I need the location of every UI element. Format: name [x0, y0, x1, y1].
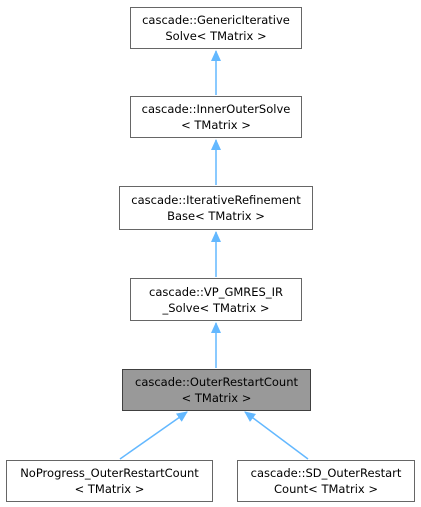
- node-inner-outer-solve[interactable]: cascade::InnerOuterSolve < TMatrix >: [130, 96, 302, 138]
- node-label-line1: cascade::OuterRestartCount: [135, 375, 298, 389]
- node-noprogress-outer-restart-count[interactable]: NoProgress_OuterRestartCount < TMatrix >: [6, 460, 213, 502]
- node-label-line2: _Solve< TMatrix >: [162, 300, 270, 315]
- node-sd-outer-restart-count[interactable]: cascade::SD_OuterRestart Count< TMatrix …: [237, 460, 415, 502]
- node-label-line2: < TMatrix >: [181, 391, 252, 405]
- node-label-line1: cascade::IterativeRefinement: [131, 193, 301, 207]
- node-label-line2: Solve< TMatrix >: [165, 29, 267, 43]
- node-label-line1: cascade::SD_OuterRestart: [250, 466, 402, 480]
- node-iterative-refinement-base[interactable]: cascade::IterativeRefinement Base< TMatr…: [119, 186, 313, 230]
- edge-sd-to-outer-restart: [244, 411, 309, 460]
- node-outer-restart-count[interactable]: cascade::OuterRestartCount < TMatrix >: [122, 369, 311, 411]
- node-vp-gmres-ir-solve[interactable]: cascade::VP_GMRES_IR _Solve< TMatrix >: [130, 278, 302, 321]
- node-generic-iterative-solve[interactable]: cascade::GenericIterative Solve< TMatrix…: [130, 7, 302, 49]
- node-label-line2: < TMatrix >: [74, 482, 145, 496]
- node-label-line2: Count< TMatrix >: [274, 482, 378, 496]
- node-label-line2: < TMatrix >: [181, 118, 251, 132]
- edge-noprogress-to-outer-restart: [119, 411, 188, 460]
- node-label-line1: cascade::VP_GMRES_IR: [149, 284, 283, 299]
- node-label-line1: NoProgress_OuterRestartCount: [20, 466, 199, 480]
- node-label-line1: cascade::InnerOuterSolve: [141, 102, 291, 116]
- node-label-line2: Base< TMatrix >: [167, 209, 265, 223]
- node-label-line1: cascade::GenericIterative: [142, 13, 290, 27]
